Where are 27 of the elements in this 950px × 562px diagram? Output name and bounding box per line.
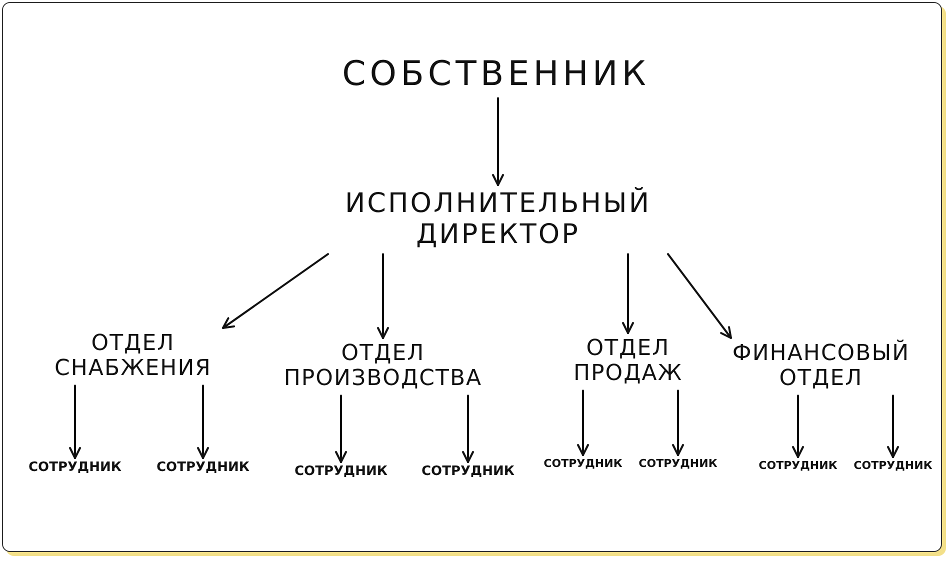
employee-label: СОТРУДНИК — [412, 465, 524, 480]
department-label: ОТДЕЛ ПРОДАЖ — [553, 336, 703, 387]
employee-label: СОТРУДНИК — [847, 460, 939, 473]
arrow — [667, 253, 732, 339]
department-label: ОТДЕЛ ПРОИЗВОДСТВА — [263, 341, 503, 392]
arrow — [69, 384, 81, 459]
arrow — [222, 253, 329, 329]
arrow — [672, 390, 684, 456]
arrow — [335, 394, 347, 463]
employee-label: СОТРУДНИК — [285, 465, 397, 480]
arrow — [462, 394, 474, 463]
arrow — [792, 394, 804, 458]
arrow — [622, 253, 634, 334]
arrow — [492, 97, 504, 186]
arrow — [377, 253, 389, 339]
employee-label: СОТРУДНИК — [19, 461, 131, 476]
role-label: СОБСТВЕННИК — [331, 55, 661, 94]
employee-label: СОТРУДНИК — [752, 460, 844, 473]
department-label: ФИНАНСОВЫЙ ОТДЕЛ — [721, 341, 921, 392]
role-label: ИСПОЛНИТЕЛЬНЫЙ ДИРЕКТОР — [318, 188, 678, 250]
arrow — [197, 384, 209, 459]
arrow — [887, 394, 899, 458]
employee-label: СОТРУДНИК — [632, 458, 724, 471]
employee-label: СОТРУДНИК — [147, 461, 259, 476]
arrow — [577, 390, 589, 456]
employee-label: СОТРУДНИК — [537, 458, 629, 471]
department-label: ОТДЕЛ СНАБЖЕНИЯ — [33, 331, 233, 382]
